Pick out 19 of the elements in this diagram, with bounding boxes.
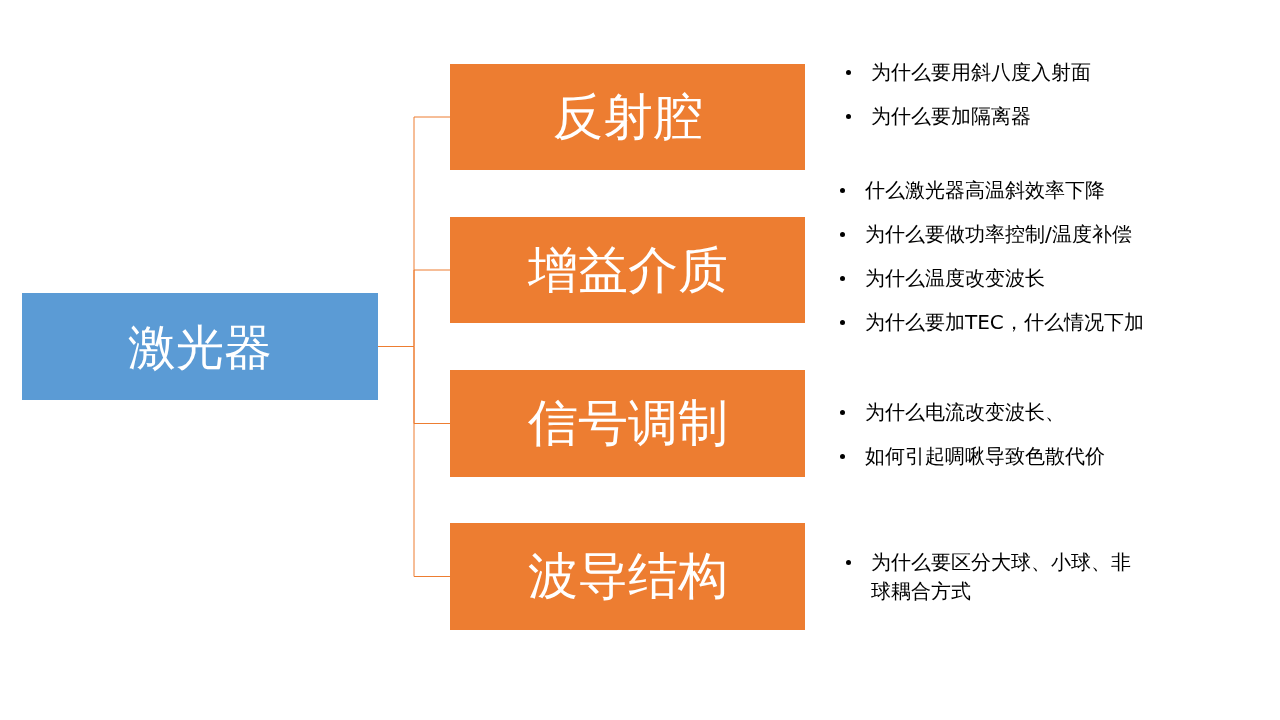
branch-topic-box — [450, 523, 805, 630]
topic-title: 激光器 — [128, 317, 272, 377]
question-text: 为什么要用斜八度入射面 — [871, 59, 1091, 86]
question-text: 为什么要区分大球、小球、非球耦合方式 — [871, 549, 1132, 605]
question-text: 什么激光器高温斜效率下降 — [865, 177, 1105, 204]
topic-title: 增益介质 — [527, 239, 728, 301]
topic-title: 反射腔 — [552, 86, 703, 148]
question-text: 为什么温度改变波长 — [865, 265, 1045, 292]
question-text: 为什么要加TEC，什么情况下加 — [865, 309, 1144, 336]
root-topic-box — [22, 293, 378, 400]
question-text: 如何引起啁啾导致色散代价 — [865, 443, 1105, 470]
branch-topic-box — [450, 217, 805, 323]
topic-title: 信号调制 — [527, 393, 728, 454]
topic-title: 波导结构 — [527, 546, 728, 607]
question-text: 为什么电流改变波长、 — [865, 399, 1065, 426]
branch-topic-box — [450, 370, 805, 477]
branch-topic-box — [450, 64, 805, 170]
question-text: 为什么要加隔离器 — [871, 103, 1031, 130]
question-text: 为什么要做功率控制/温度补偿 — [865, 221, 1132, 248]
